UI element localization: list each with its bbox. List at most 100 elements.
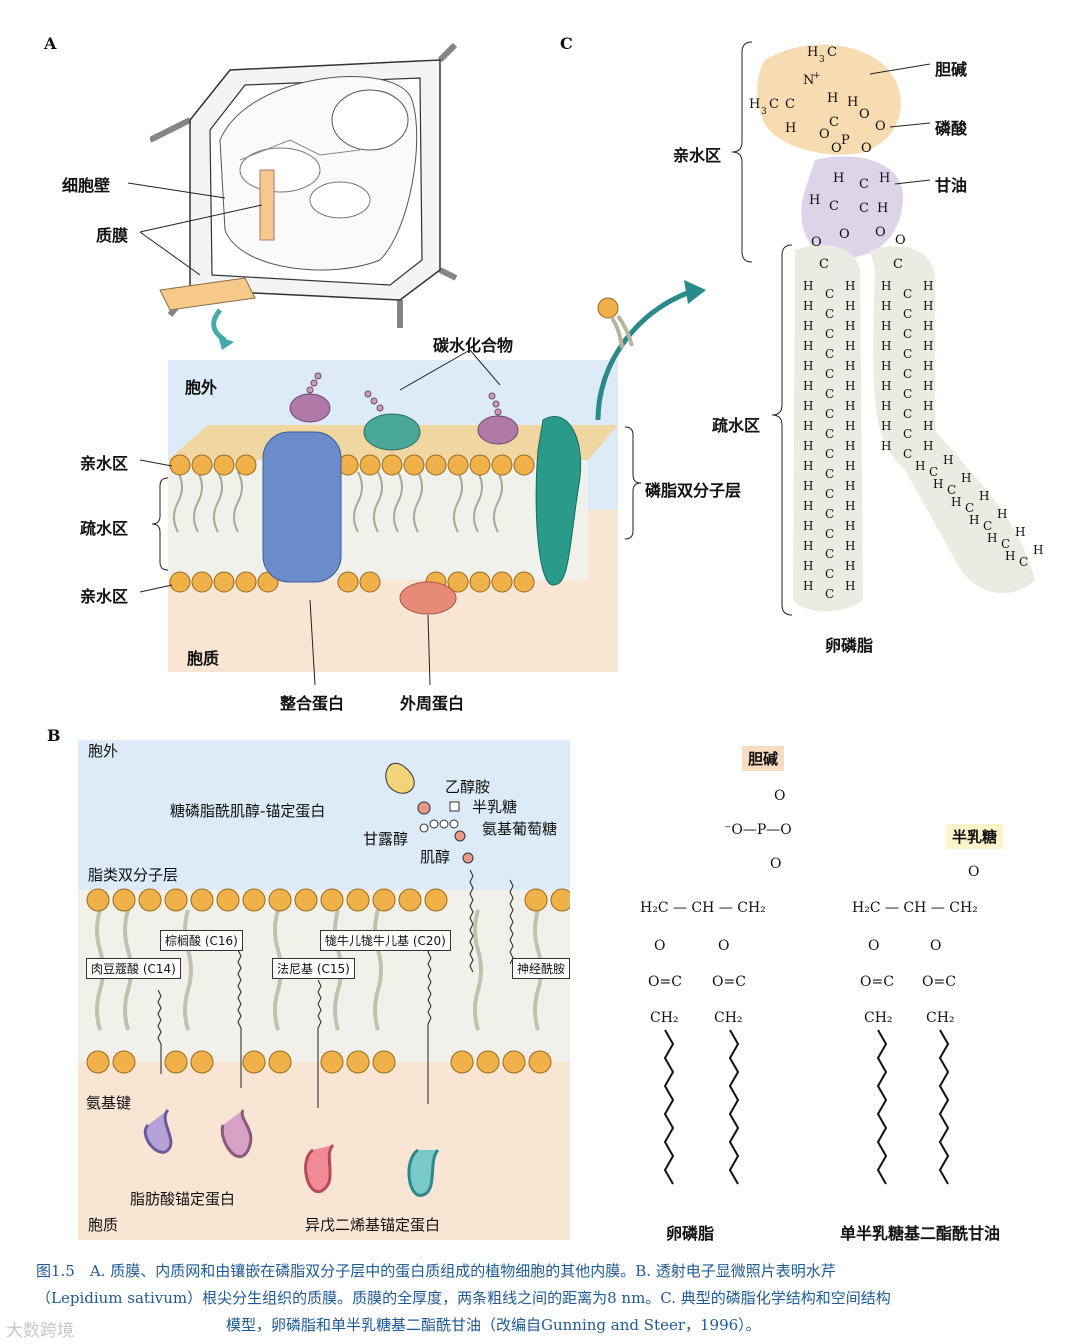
- myristic-box: 肉豆蔻酸 (C14): [86, 958, 181, 979]
- atom-label: H: [845, 419, 855, 433]
- atom-label: H: [845, 439, 855, 453]
- atom-label: C: [825, 427, 834, 441]
- svg-text:O: O: [875, 119, 886, 134]
- plasma-membrane-label: 质膜: [96, 226, 129, 245]
- atom-label: H: [943, 453, 953, 467]
- panel-b-letter: B: [47, 726, 61, 745]
- atom-label: H: [951, 495, 961, 509]
- hydrophobic-label-a: 疏水区: [80, 519, 129, 538]
- galactose-tag: 半乳糖: [946, 824, 1004, 849]
- atom-label: H: [923, 439, 933, 453]
- atom-label: C: [825, 407, 834, 421]
- atom-label: H: [803, 479, 813, 493]
- atom-label: C: [903, 327, 912, 341]
- atom-label: H: [1015, 525, 1025, 539]
- atom-label: H: [987, 531, 997, 545]
- atom-label: C: [825, 387, 834, 401]
- svg-text:H: H: [833, 171, 844, 186]
- atom-label: H: [845, 559, 855, 573]
- atom-label: H: [881, 439, 891, 453]
- svg-text:O: O: [831, 141, 842, 156]
- svg-text:C: C: [859, 177, 869, 192]
- atom-label: C: [929, 465, 938, 479]
- svg-text:O=C: O=C: [860, 974, 894, 990]
- atom-label: H: [803, 439, 813, 453]
- svg-text:O: O: [839, 227, 850, 242]
- carbohydrate-label: 碳水化合物: [433, 336, 514, 355]
- lecithin-label-c: 卵磷脂: [825, 636, 874, 655]
- atom-label: C: [825, 307, 834, 321]
- atom-label: C: [1019, 555, 1028, 569]
- phosphate-label: 磷酸: [935, 119, 968, 138]
- cytoplasm-label-b: 胞质: [88, 1216, 119, 1234]
- svg-text:O: O: [861, 141, 872, 156]
- atom-label: H: [881, 279, 891, 293]
- atom-label: H: [969, 513, 979, 527]
- atom-label: H: [845, 339, 855, 353]
- lecithin-label: 卵磷脂: [666, 1224, 715, 1243]
- mgdg-label: 单半乳糖基二酯酰甘油: [840, 1224, 1001, 1243]
- svg-text:O: O: [875, 225, 886, 240]
- svg-text:3: 3: [819, 55, 825, 65]
- lipid-bilayer-label: 脂类双分子层: [88, 866, 179, 884]
- atom-label: C: [825, 467, 834, 481]
- atom-label: H: [845, 519, 855, 533]
- figure-caption: 图1.5 A. 质膜、内质网和由镶嵌在磷脂双分子层中的蛋白质组成的植物细胞的其他…: [36, 1258, 1051, 1339]
- atom-label: H: [845, 279, 855, 293]
- svg-text:C: C: [769, 97, 779, 112]
- svg-text:H: H: [749, 97, 760, 112]
- atom-label: H: [979, 489, 989, 503]
- atom-label: C: [825, 527, 834, 541]
- svg-text:O: O: [868, 938, 879, 954]
- atom-label: H: [803, 379, 813, 393]
- atom-label: H: [881, 359, 891, 373]
- atom-label: H: [845, 399, 855, 413]
- atom-label: C: [903, 407, 912, 421]
- hydrophilic-bottom-label: 亲水区: [80, 587, 129, 606]
- atom-label: H: [933, 477, 943, 491]
- integral-protein-label: 整合蛋白: [280, 694, 345, 713]
- atom-label: C: [903, 427, 912, 441]
- atom-label: H: [803, 579, 813, 593]
- atom-label: C: [825, 487, 834, 501]
- gpi-anchor-label: 糖磷脂酰肌醇-锚定蛋白: [170, 802, 326, 820]
- caption-line-3: 模型，卵磷脂和单半乳糖基二酯酰甘油（改编自Gunning and Steer，1…: [226, 1316, 761, 1334]
- atom-label: C: [983, 519, 992, 533]
- atom-label: H: [923, 399, 933, 413]
- svg-text:O: O: [895, 233, 906, 248]
- svg-text:H: H: [879, 171, 890, 186]
- svg-text:⁻O—P—O: ⁻O—P—O: [724, 822, 792, 838]
- atom-label: C: [903, 387, 912, 401]
- panel-a-leader-lines: [127, 182, 263, 276]
- svg-text:C: C: [819, 257, 829, 272]
- atom-label: H: [923, 319, 933, 333]
- svg-text:CH₂: CH₂: [864, 1010, 893, 1026]
- atom-label: H: [881, 399, 891, 413]
- atom-label: H: [803, 459, 813, 473]
- atom-label: H: [845, 539, 855, 553]
- atom-label: C: [825, 287, 834, 301]
- cytoplasm-label-a: 胞质: [187, 649, 220, 668]
- geranylgeranyl-box: 牻牛儿牻牛儿基 (C20): [320, 930, 451, 951]
- galactose-label-b: 半乳糖: [472, 798, 518, 816]
- plant-cell-illustration: [150, 42, 458, 328]
- svg-text:O: O: [968, 864, 979, 880]
- atom-label: H: [845, 359, 855, 373]
- caption-line-1: 图1.5 A. 质膜、内质网和由镶嵌在磷脂双分子层中的蛋白质组成的植物细胞的其他…: [36, 1262, 836, 1280]
- membrane-fragment: [159, 277, 256, 350]
- panel-a-block-leaders: [139, 280, 706, 686]
- atom-label: H: [923, 299, 933, 313]
- svg-text:C: C: [829, 115, 839, 130]
- atom-label: H: [923, 339, 933, 353]
- outside-label-b: 胞外: [88, 742, 119, 760]
- svg-text:+: +: [813, 71, 821, 81]
- atom-label: H: [803, 279, 813, 293]
- svg-text:H: H: [785, 121, 796, 136]
- atom-label: H: [845, 319, 855, 333]
- atom-label: H: [845, 379, 855, 393]
- atom-label: H: [803, 419, 813, 433]
- atom-label: C: [825, 347, 834, 361]
- hydrophilic-top-label: 亲水区: [80, 454, 129, 473]
- farnesyl-box: 法尼基 (C15): [272, 958, 355, 979]
